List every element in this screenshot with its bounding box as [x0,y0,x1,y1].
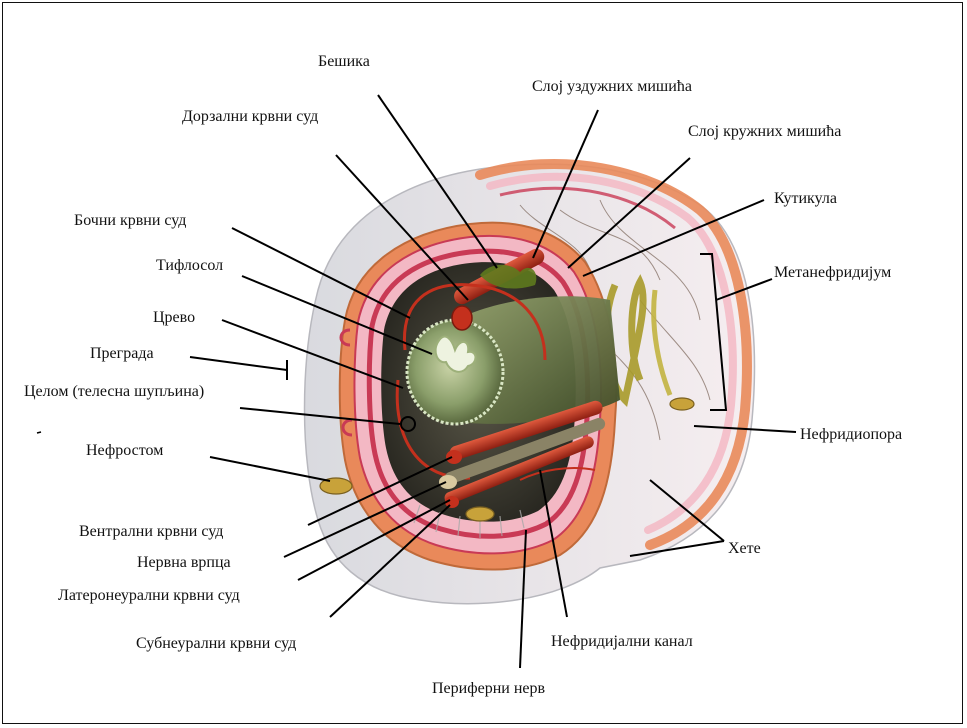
label-metanefridijum: Метанефридијум [774,264,891,282]
label-sloj-kruzhnih-mishica: Слој кружних мишића [688,123,841,141]
label-nefridiopora: Нефридиопора [800,426,902,444]
label-nefridijalni-kanal: Нефридијални канал [551,633,693,651]
label-beshika: Бешика [318,53,370,71]
label-kutikula: Кутикула [774,190,837,208]
label-nefrostom: Нефростом [86,442,163,460]
label-bochni-krvni-sud: Бочни крвни суд [74,212,186,230]
label-sloj-uzduzhnih-mishica: Слој уздужних мишића [532,78,692,96]
label-hete: Хете [728,540,761,558]
label-ventralni-krvni-sud: Вентрални крвни суд [79,523,223,541]
label-tiflosol: Тифлосол [156,257,223,275]
label-lateroneuralni-krvni-sud: Латеронеурални крвни суд [58,587,240,605]
label-crevo: Црево [153,309,195,327]
label-subneuralni-krvni-sud: Субнеурални крвни суд [136,635,296,653]
label-periferni-nerv: Периферни нерв [432,680,545,698]
label-celom: Целом (телесна шупљина) [24,383,204,401]
label-nervna-vrpca: Нервна врпца [137,554,231,572]
label-dorzalni-krvni-sud: Дорзални крвни суд [182,108,318,126]
label-pregrada: Преграда [90,345,154,363]
